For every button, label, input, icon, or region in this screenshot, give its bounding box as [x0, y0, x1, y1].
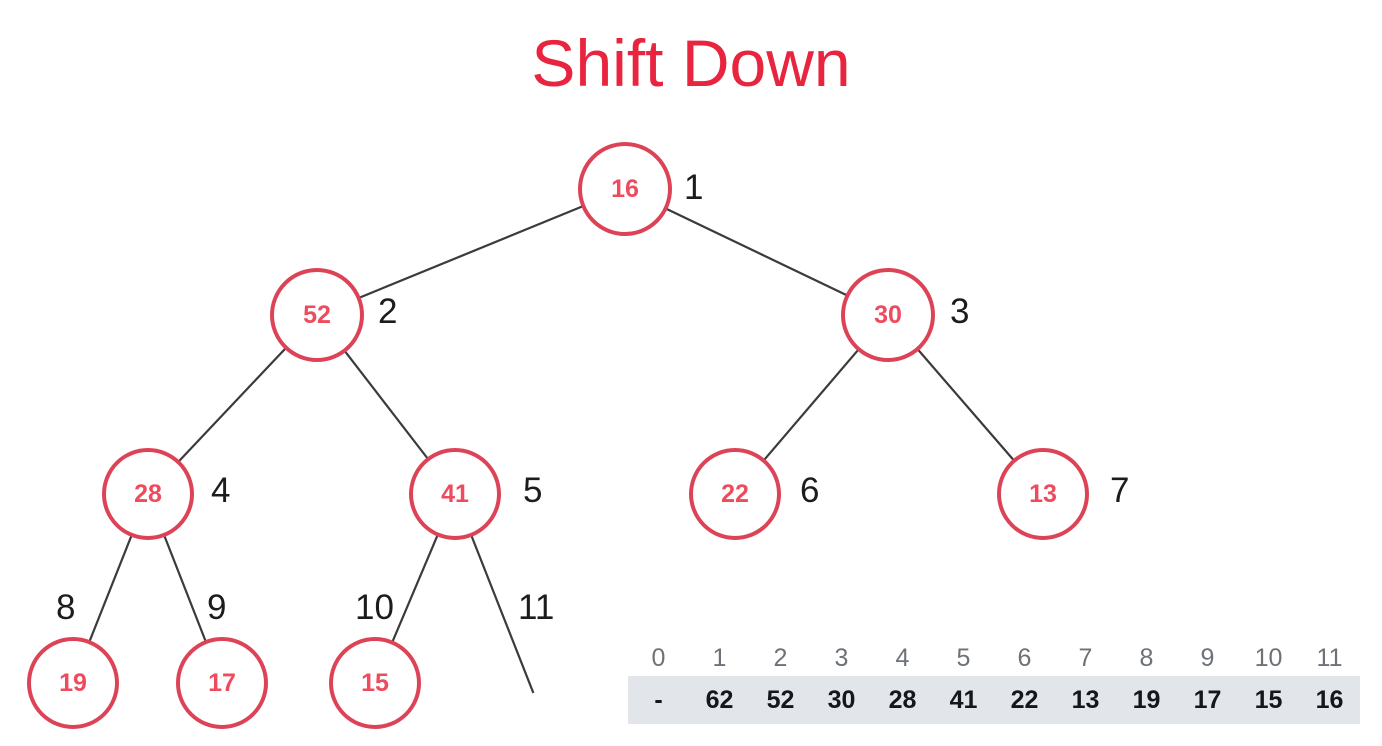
- tree-node-index-label-8: 8: [56, 588, 76, 627]
- array-value-cell[interactable]: 16: [1299, 676, 1360, 724]
- tree-edge-3-6: [763, 349, 859, 461]
- array-value-cell[interactable]: 28: [872, 676, 933, 724]
- tree-edge-1-3: [666, 207, 847, 297]
- tree-node-index-label-1: 1: [684, 168, 704, 207]
- array-value-cell[interactable]: 17: [1177, 676, 1238, 724]
- tree-node-index-label-7: 7: [1110, 471, 1130, 510]
- tree-node-7[interactable]: 13: [997, 448, 1089, 540]
- tree-node-value: 19: [59, 668, 87, 697]
- array-index-cell: 4: [872, 640, 933, 676]
- tree-node-index-label-3: 3: [950, 292, 970, 331]
- tree-node-3[interactable]: 30: [841, 268, 935, 362]
- array-index-cell: 6: [994, 640, 1055, 676]
- array-value-cell[interactable]: 15: [1238, 676, 1299, 724]
- tree-node-index-label-6: 6: [800, 471, 820, 510]
- tree-edge-1-2: [359, 205, 583, 299]
- tree-node-value: 15: [361, 668, 389, 697]
- tree-node-6[interactable]: 22: [689, 448, 781, 540]
- tree-edge-2-5: [344, 350, 429, 460]
- array-index-cell: 3: [811, 640, 872, 676]
- tree-node-index-label-2: 2: [378, 292, 398, 331]
- tree-node-5[interactable]: 41: [409, 448, 501, 540]
- array-index-cell: 1: [689, 640, 750, 676]
- tree-edge-4-9: [163, 535, 207, 642]
- tree-node-index-label-4: 4: [211, 471, 231, 510]
- tree-node-1[interactable]: 16: [578, 142, 672, 236]
- tree-node-value: 41: [441, 479, 469, 508]
- array-value-cell[interactable]: 22: [994, 676, 1055, 724]
- array-value-cell[interactable]: -: [628, 676, 689, 724]
- array-index-cell: 2: [750, 640, 811, 676]
- array-value-cell[interactable]: 62: [689, 676, 750, 724]
- array-value-cell[interactable]: 52: [750, 676, 811, 724]
- array-value-cell[interactable]: 30: [811, 676, 872, 724]
- array-index-cell: 9: [1177, 640, 1238, 676]
- tree-node-value: 16: [611, 174, 639, 203]
- tree-node-index-label-9: 9: [207, 588, 227, 627]
- array-index-cell: 5: [933, 640, 994, 676]
- array-value-cell[interactable]: 13: [1055, 676, 1116, 724]
- tree-node-4[interactable]: 28: [102, 448, 194, 540]
- tree-node-value: 17: [208, 668, 236, 697]
- tree-node-value: 30: [874, 300, 902, 329]
- tree-edge-5-10: [391, 535, 439, 642]
- array-index-cell: 11: [1299, 640, 1360, 676]
- tree-empty-slot-index-label-11: 11: [518, 588, 555, 627]
- array-index-cell: 8: [1116, 640, 1177, 676]
- tree-node-value: 22: [721, 479, 749, 508]
- array-value-cell[interactable]: 19: [1116, 676, 1177, 724]
- array-index-cell: 7: [1055, 640, 1116, 676]
- tree-node-index-label-5: 5: [523, 471, 543, 510]
- tree-node-9[interactable]: 17: [176, 637, 268, 729]
- page-title: Shift Down: [531, 26, 851, 100]
- tree-edge-2-4: [178, 347, 287, 463]
- tree-edge-3-7: [917, 349, 1015, 461]
- array-index-cell: 0: [628, 640, 689, 676]
- tree-node-value: 13: [1029, 479, 1057, 508]
- tree-node-2[interactable]: 52: [270, 268, 364, 362]
- tree-node-10[interactable]: 15: [329, 637, 421, 729]
- array-value-cell[interactable]: 41: [933, 676, 994, 724]
- tree-node-8[interactable]: 19: [27, 637, 119, 729]
- array-index-cell: 10: [1238, 640, 1299, 676]
- tree-node-index-label-10: 10: [355, 588, 394, 627]
- tree-node-value: 28: [134, 479, 162, 508]
- tree-edge-4-8: [88, 535, 133, 642]
- tree-node-value: 52: [303, 300, 331, 329]
